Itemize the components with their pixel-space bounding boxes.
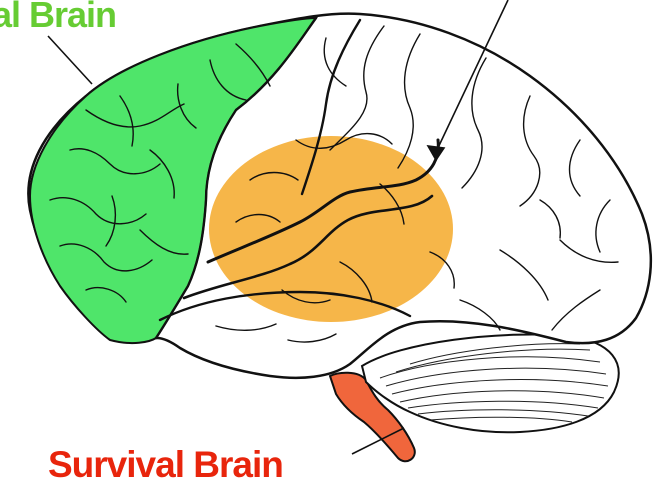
survival-brain-label: Survival Brain xyxy=(48,444,283,486)
top-label: al Brain xyxy=(0,0,116,36)
cerebellum xyxy=(362,334,619,432)
pointer-line-top xyxy=(48,36,92,84)
